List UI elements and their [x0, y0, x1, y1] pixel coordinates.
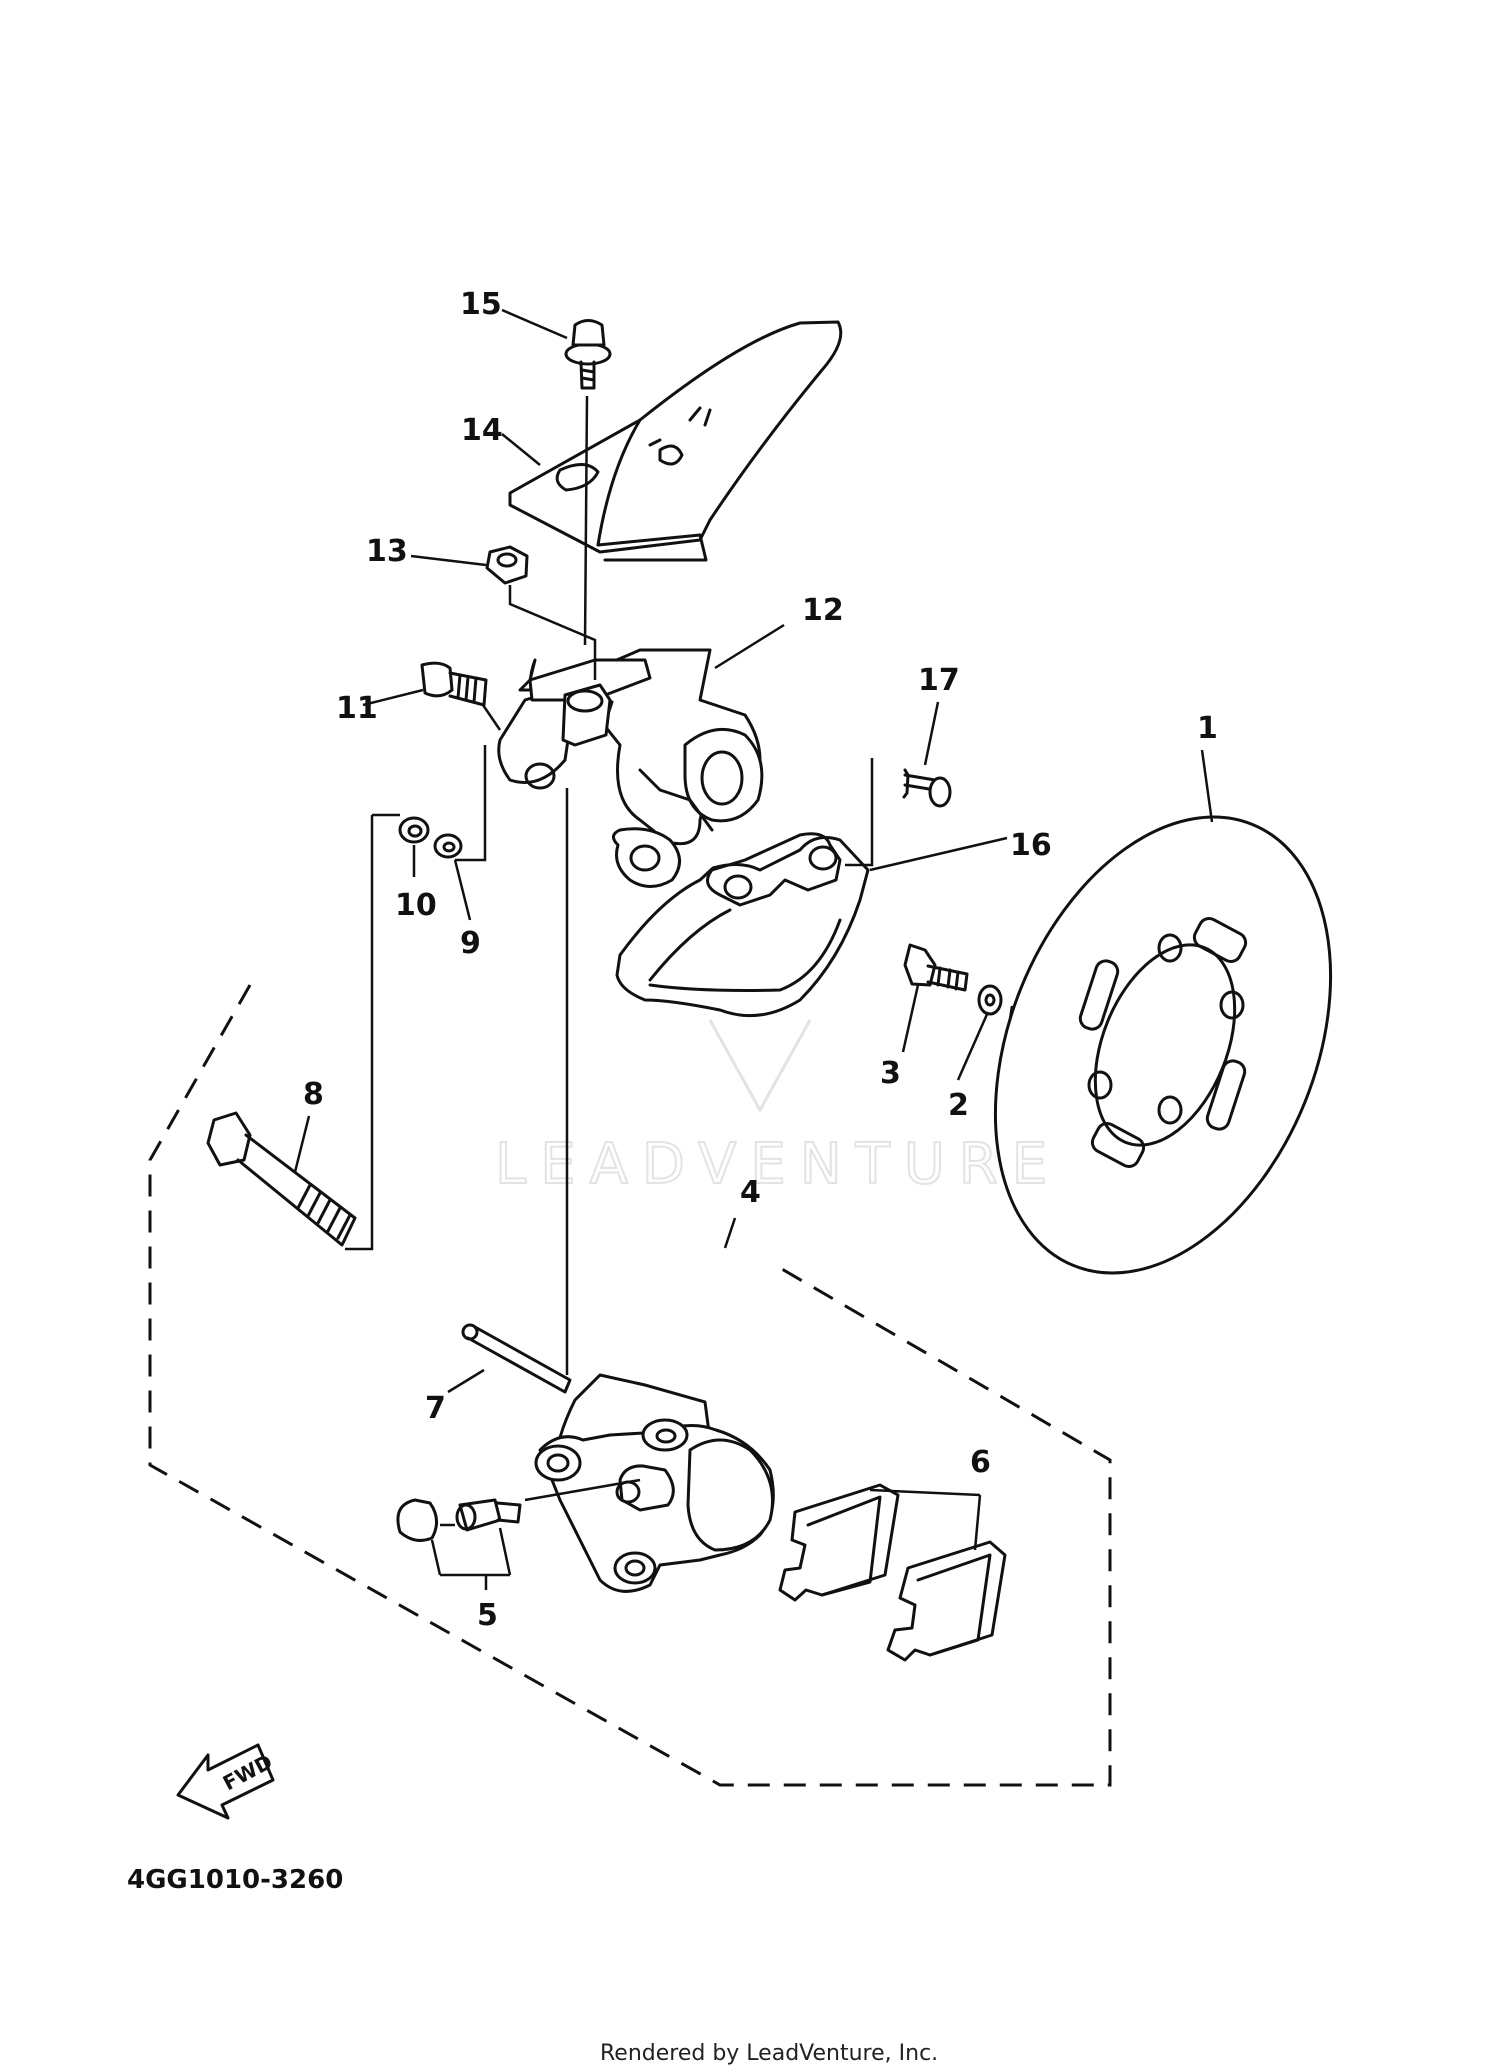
- callout-8: 8: [303, 1077, 324, 1112]
- guard-bracket[interactable]: [615, 832, 870, 1018]
- pad-pin[interactable]: [461, 1323, 572, 1394]
- callout-7: 7: [425, 1391, 446, 1426]
- disc-bolt[interactable]: [903, 943, 969, 992]
- callout-4: 4: [740, 1175, 761, 1210]
- callout-5: 5: [477, 1598, 498, 1633]
- callout-1: 1: [1197, 711, 1218, 746]
- watermark-text: LEADVENTURE: [495, 1132, 1061, 1197]
- brake-pad-1[interactable]: [778, 1483, 900, 1602]
- washer-9[interactable]: [433, 833, 463, 859]
- leader-lines: [345, 395, 1014, 1527]
- nut[interactable]: [485, 545, 529, 585]
- disc-washer[interactable]: [977, 984, 1003, 1016]
- callout-16: 16: [1010, 828, 1052, 863]
- brake-guard-plate[interactable]: [508, 320, 843, 562]
- callout-2: 2: [948, 1088, 969, 1123]
- callout-leaders: [293, 308, 1214, 1590]
- callout-17: 17: [918, 663, 960, 698]
- forward-direction-arrow: FWD: [176, 1743, 276, 1820]
- callout-14: 14: [461, 413, 503, 448]
- callout-10: 10: [395, 888, 437, 923]
- caliper-bracket[interactable]: [497, 648, 764, 888]
- callout-9: 9: [460, 926, 481, 961]
- watermark: LEADVENTURE: [494, 957, 1061, 1198]
- bleed-screw[interactable]: [455, 1498, 522, 1532]
- brake-disc[interactable]: [932, 767, 1394, 1323]
- bracket-pin-bolt[interactable]: [420, 661, 488, 707]
- callout-13: 13: [366, 534, 408, 569]
- caliper-mount-bolt[interactable]: [206, 1111, 357, 1247]
- callout-11: 11: [336, 691, 378, 726]
- callout-labels: 1 2 3 4 5 6 7 8 9 10 11 12 13 14 15 16 1…: [303, 287, 1218, 1633]
- callout-3: 3: [880, 1056, 901, 1091]
- callout-15: 15: [460, 287, 502, 322]
- callout-6: 6: [970, 1445, 991, 1480]
- render-credit: Rendered by LeadVenture, Inc.: [600, 2041, 938, 2066]
- brake-pad-2[interactable]: [886, 1540, 1007, 1662]
- bracket-bolt[interactable]: [902, 768, 952, 808]
- brake-caliper[interactable]: [534, 1373, 775, 1593]
- caliper-assembly-boundary: [148, 984, 1112, 1787]
- diagram-code: 4GG1010-3260: [127, 1865, 343, 1895]
- callout-12: 12: [802, 593, 844, 628]
- washer-10[interactable]: [398, 816, 430, 844]
- guard-bolt[interactable]: [564, 319, 612, 390]
- bleed-screw-cap[interactable]: [396, 1498, 438, 1542]
